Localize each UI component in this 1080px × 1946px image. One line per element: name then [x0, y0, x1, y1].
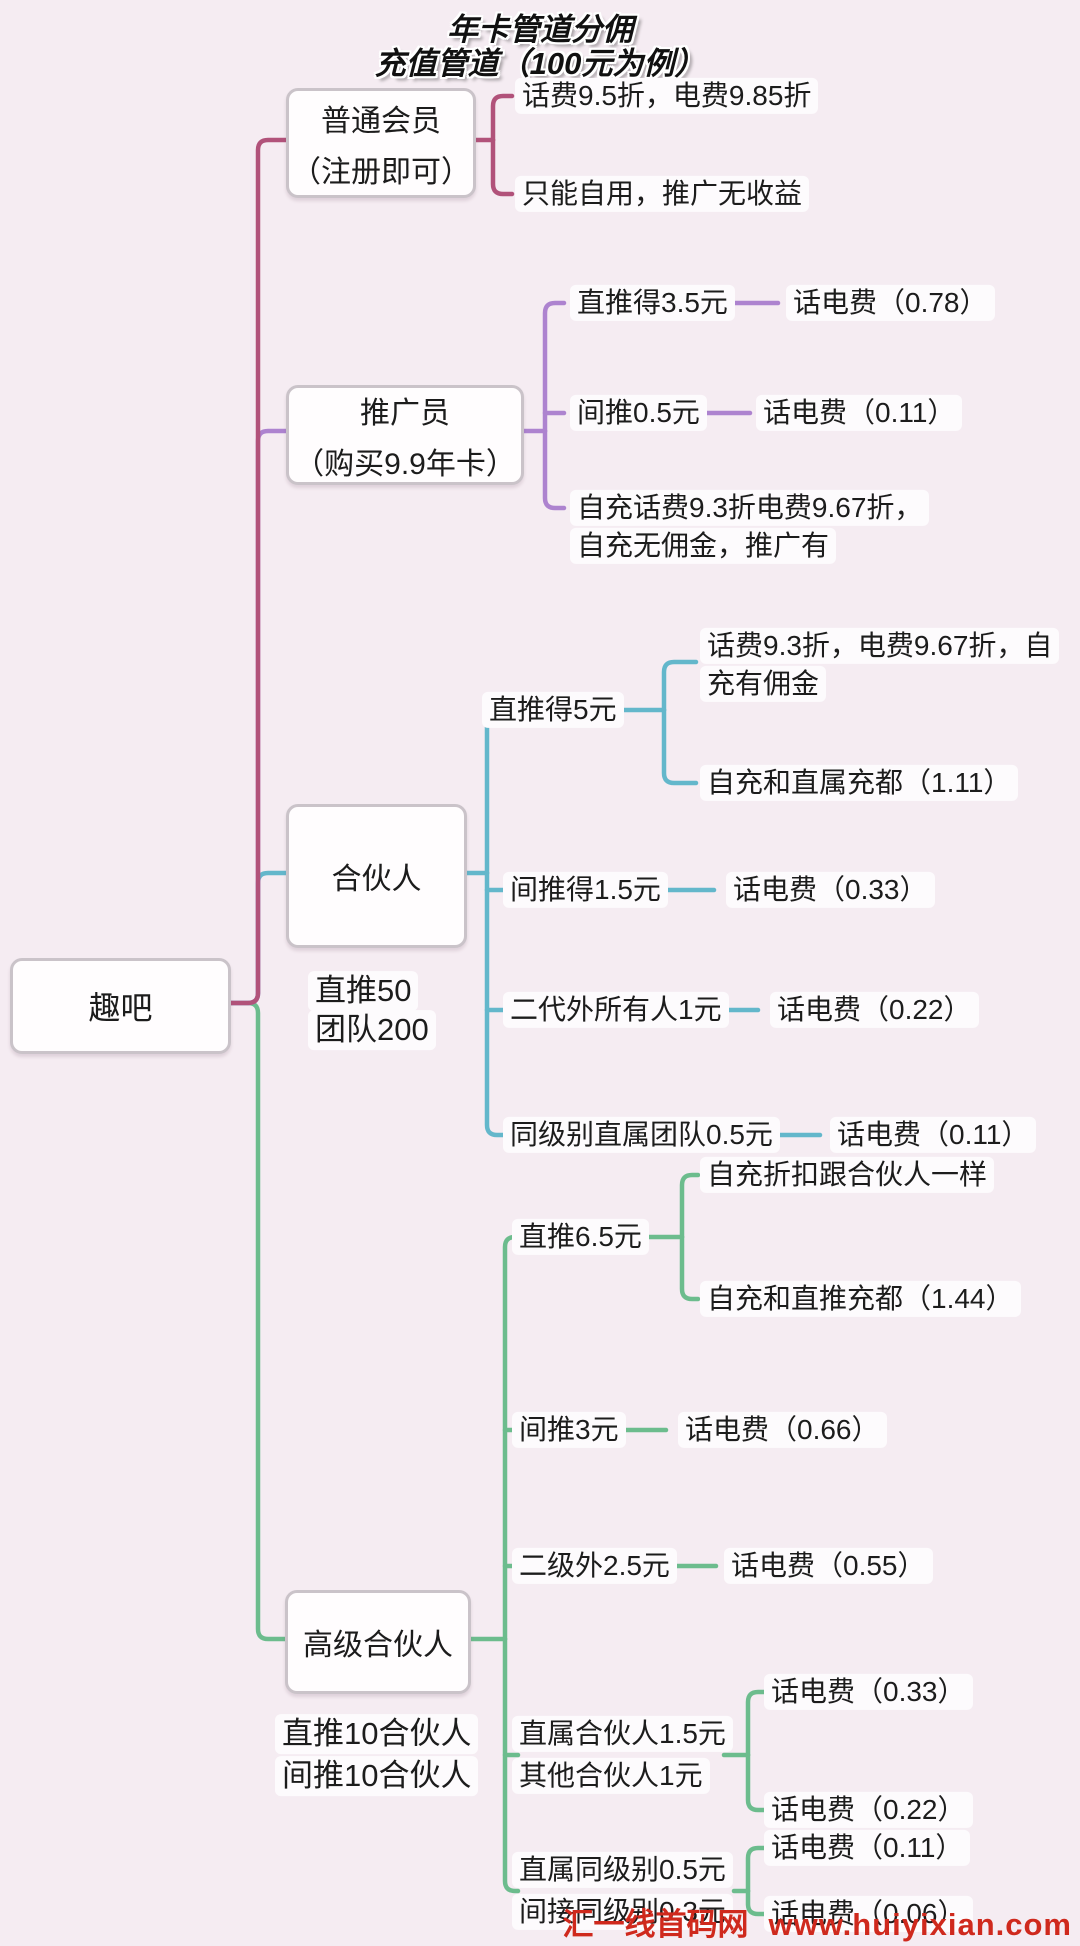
- note-partner-line1: 直推50: [308, 971, 419, 1011]
- label-senior-direct: 直推6.5元: [512, 1218, 649, 1256]
- watermark: 汇一线首码网 www.huiyixian.com: [562, 1899, 1072, 1944]
- leaf-partner-same-level-fee: 话电费（0.11）: [830, 1116, 1037, 1154]
- leaf-partner-discount-line2: 充有佣金: [700, 665, 827, 703]
- node-promoter-qualifier: （购买9.9年卡）: [294, 447, 516, 481]
- leaf-senior-direct-partner-fee2: 话电费（0.22）: [764, 1791, 973, 1829]
- label-partner-direct: 直推得5元: [482, 691, 624, 729]
- label-senior-same-level-line1: 直属同级别0.5元: [512, 1851, 733, 1889]
- leaf-member-self-use: 只能自用，推广无收益: [515, 175, 810, 213]
- page-title-line2: 充值管道（100元为例）: [374, 46, 706, 81]
- node-partner-name: 合伙人: [331, 863, 422, 896]
- note-partner-line2: 团队200: [308, 1010, 436, 1050]
- leaf-promoter-indirect-fee: 话电费（0.11）: [756, 394, 963, 432]
- leaf-partner-self-direct-fee: 自充和直属充都（1.11）: [700, 764, 1019, 802]
- leaf-senior-discount: 自充折扣跟合伙人一样: [700, 1156, 995, 1194]
- label-promoter-indirect: 间推0.5元: [570, 394, 707, 432]
- node-promoter: 推广员 （购买9.9年卡）: [286, 385, 524, 485]
- page-title-line1: 年卡管道分佣: [447, 12, 633, 47]
- root-node: 趣吧: [10, 958, 231, 1054]
- leaf-senior-same-level-fee2: 话电费（0.06）: [764, 1895, 973, 1933]
- node-regular-member-name: 普通会员: [321, 104, 441, 138]
- label-senior-indirect: 间推3元: [512, 1411, 626, 1449]
- leaf-partner-discount-line1: 话费9.3折，电费9.67折，自: [700, 627, 1060, 665]
- node-senior-partner: 高级合伙人: [285, 1590, 471, 1694]
- leaf-senior-indirect-fee: 话电费（0.66）: [678, 1411, 887, 1449]
- node-senior-partner-name: 高级合伙人: [303, 1629, 453, 1662]
- leaf-promoter-self-charge-line1: 自充话费9.3折电费9.67折，: [570, 489, 930, 527]
- leaf-promoter-self-charge-line2: 自充无佣金，推广有: [570, 527, 837, 565]
- leaf-partner-indirect-fee: 话电费（0.33）: [726, 871, 935, 909]
- watermark-url: www.huiyixian.com: [768, 1907, 1072, 1942]
- label-senior-direct-partner-line1: 直属合伙人1.5元: [512, 1715, 733, 1753]
- label-partner-indirect: 间推得1.5元: [503, 871, 668, 909]
- leaf-senior-direct-partner-fee1: 话电费（0.33）: [764, 1673, 973, 1711]
- leaf-member-discount: 话费9.5折，电费9.85折: [515, 77, 819, 115]
- label-partner-2nd-gen: 二代外所有人1元: [503, 991, 729, 1029]
- label-senior-same-level-line2: 间接同级别0.3元: [512, 1893, 733, 1931]
- node-partner: 合伙人: [286, 804, 467, 948]
- node-promoter-name: 推广员: [360, 396, 450, 430]
- label-partner-same-level: 同级别直属团队0.5元: [503, 1116, 780, 1154]
- leaf-senior-2nd-level-fee: 话电费（0.55）: [724, 1547, 933, 1585]
- label-senior-2nd-level: 二级外2.5元: [512, 1547, 677, 1585]
- leaf-promoter-direct-fee: 话电费（0.78）: [786, 284, 995, 322]
- label-promoter-direct: 直推得3.5元: [570, 284, 735, 322]
- label-senior-direct-partner-line2: 其他合伙人1元: [512, 1757, 710, 1795]
- root-node-label: 趣吧: [88, 990, 153, 1026]
- note-senior-line2: 间推10合伙人: [275, 1756, 479, 1796]
- note-senior-line1: 直推10合伙人: [275, 1714, 479, 1754]
- node-regular-member-qualifier: （注册即可）: [291, 155, 471, 189]
- leaf-senior-same-level-fee1: 话电费（0.11）: [764, 1829, 971, 1867]
- node-regular-member: 普通会员 （注册即可）: [286, 88, 476, 198]
- leaf-partner-2nd-gen-fee: 话电费（0.22）: [770, 991, 979, 1029]
- watermark-site: 汇一线首码网: [562, 1907, 749, 1942]
- leaf-senior-self-direct-fee: 自充和直推充都（1.44）: [700, 1280, 1021, 1318]
